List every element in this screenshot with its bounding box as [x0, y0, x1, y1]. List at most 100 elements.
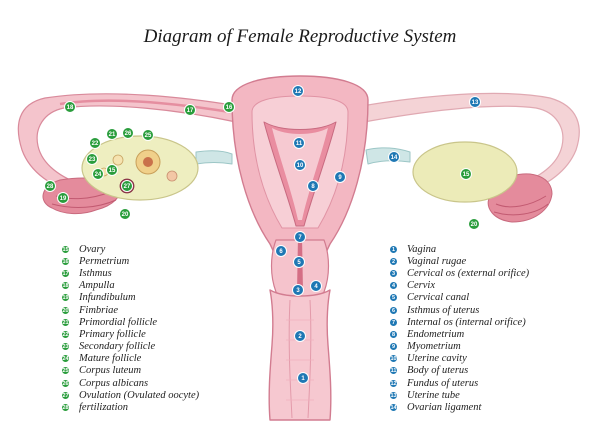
- legend-label: Fimbriae: [79, 304, 119, 316]
- svg-text:9: 9: [338, 175, 342, 181]
- green-markers: 14 15 15 16 17 18 19 20 20 21 22 23 24 2…: [44, 101, 480, 230]
- marker-16: 16: [223, 101, 235, 113]
- marker-17: 17: [184, 104, 196, 116]
- legend-item: 11 Body of uterus: [389, 365, 529, 377]
- legend-marker: 27: [61, 390, 70, 400]
- marker-9: 9: [334, 171, 346, 183]
- svg-text:6: 6: [279, 249, 283, 255]
- legend-label: Ampulla: [79, 280, 115, 292]
- legend-label: Ovulation (Ovulated oocyte): [79, 389, 200, 401]
- legend-item: 12 Fundus of uterus: [389, 377, 529, 389]
- svg-text:22: 22: [92, 141, 99, 147]
- svg-text:28: 28: [47, 184, 54, 190]
- marker-3: 3: [292, 284, 304, 296]
- svg-text:1: 1: [301, 376, 305, 382]
- legend-marker: 1: [389, 244, 398, 254]
- legend-item: 21 Primordial follicle: [61, 316, 199, 328]
- legend-marker: 22: [61, 329, 70, 339]
- legend-marker: 28: [61, 403, 70, 413]
- legend-label: Isthmus: [79, 267, 112, 279]
- legend-marker: 25: [61, 366, 70, 376]
- legend-label: Fundus of uterus: [407, 377, 479, 389]
- legend-marker: 10: [389, 354, 398, 364]
- svg-text:15: 15: [463, 172, 470, 178]
- svg-text:24: 24: [95, 172, 102, 178]
- legend-marker: 19: [61, 293, 70, 303]
- svg-text:25: 25: [145, 133, 152, 139]
- legend-marker: 21: [61, 317, 70, 327]
- legend-label: Cervical os (external orifice): [407, 267, 530, 279]
- marker-27: 27: [121, 180, 133, 192]
- marker-15-right: 15: [460, 168, 472, 180]
- legend-marker: 7: [389, 317, 398, 327]
- legend-label: Ovarian ligament: [407, 402, 482, 414]
- legend-marker: 8: [389, 329, 398, 339]
- marker-22: 22: [89, 137, 101, 149]
- legend-item: 28 fertilization: [61, 401, 199, 413]
- legend-label: Ovary: [79, 243, 106, 255]
- legend-label: Vagina: [407, 243, 437, 255]
- legend-item: 27 Ovulation (Ovulated oocyte): [61, 389, 199, 401]
- legend-label: Primary follicle: [79, 328, 146, 340]
- svg-text:15: 15: [109, 168, 116, 174]
- legend-label: Corpus luteum: [79, 365, 142, 377]
- svg-text:18: 18: [67, 105, 74, 111]
- legend-label: Body of uterus: [407, 365, 469, 377]
- legend-marker: 2: [389, 256, 398, 266]
- legend-item: 25 Corpus luteum: [61, 365, 199, 377]
- marker-25: 25: [142, 129, 154, 141]
- marker-4: 4: [310, 280, 322, 292]
- svg-text:3: 3: [296, 288, 300, 294]
- legend-marker: 12: [389, 378, 398, 388]
- legend-label: Isthmus of uterus: [407, 304, 480, 316]
- legend-marker: 14: [389, 403, 398, 413]
- legend-label: Cervical canal: [407, 292, 470, 304]
- marker-7: 7: [294, 231, 306, 243]
- marker-20-right: 20: [468, 218, 480, 230]
- marker-8: 8: [307, 180, 319, 192]
- legend-marker: 4: [389, 281, 398, 291]
- svg-text:7: 7: [298, 235, 302, 241]
- svg-text:16: 16: [226, 105, 233, 111]
- marker-14-right: 14: [388, 151, 400, 163]
- marker-18: 18: [64, 101, 76, 113]
- legend-label: Primordial follicle: [79, 316, 158, 328]
- legend-label: Uterine tube: [407, 389, 460, 401]
- legend-marker: 11: [389, 366, 398, 376]
- svg-text:11: 11: [296, 141, 303, 147]
- svg-text:26: 26: [125, 131, 132, 137]
- svg-text:20: 20: [471, 222, 478, 228]
- marker-19: 19: [57, 192, 69, 204]
- left-ovarian-ligament: [195, 150, 233, 165]
- legend-label: Mature follicle: [79, 353, 142, 365]
- marker-2: 2: [294, 330, 306, 342]
- svg-text:17: 17: [187, 108, 194, 114]
- marker-26: 26: [122, 127, 134, 139]
- marker-12: 12: [292, 85, 304, 97]
- marker-11: 11: [293, 137, 305, 149]
- legend-marker: 16: [61, 256, 70, 266]
- marker-21: 21: [106, 128, 118, 140]
- right-ovarian-ligament: [365, 147, 411, 165]
- svg-text:10: 10: [297, 163, 304, 169]
- svg-text:5: 5: [297, 260, 301, 266]
- marker-6: 6: [275, 245, 287, 257]
- svg-text:19: 19: [60, 196, 67, 202]
- svg-text:13: 13: [472, 100, 479, 106]
- marker-13: 13: [469, 96, 481, 108]
- svg-text:4: 4: [314, 284, 318, 290]
- legend-label: fertilization: [79, 402, 129, 414]
